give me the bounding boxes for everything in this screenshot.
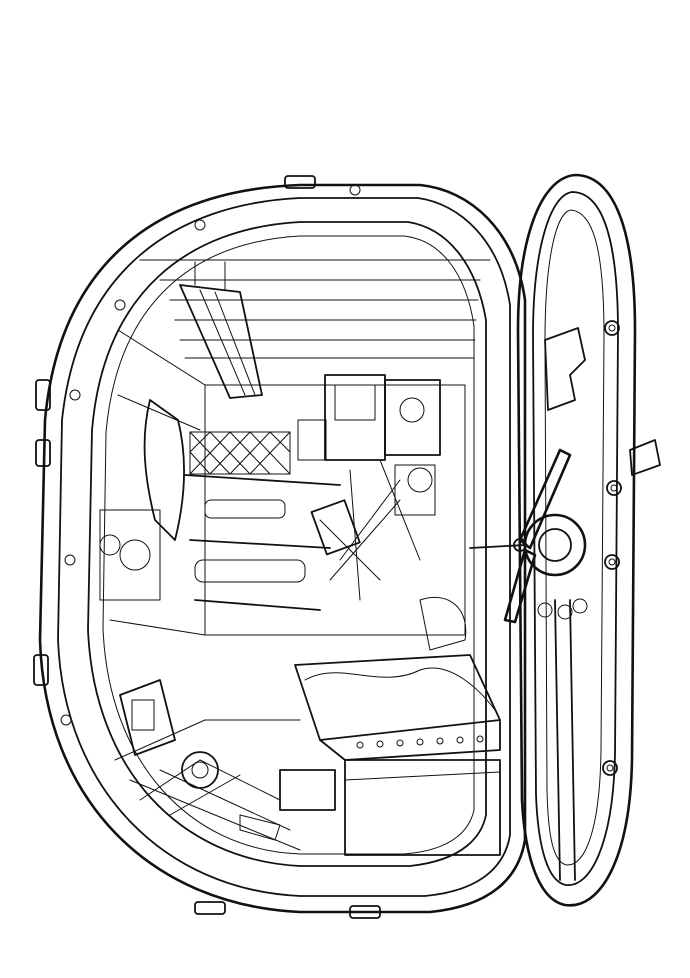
bed-icon	[294, 596, 501, 856]
shelving-unit	[184, 431, 341, 611]
monitor-icon	[297, 374, 441, 461]
valve-wheel-icon	[469, 448, 588, 624]
floor-clutter	[181, 751, 336, 841]
lamp-icon	[179, 261, 263, 399]
machinery-tangle	[310, 459, 436, 601]
room-interior	[109, 259, 491, 851]
vault-frame	[33, 175, 527, 919]
radio-icon	[119, 679, 176, 756]
hanging-cloth	[117, 394, 201, 541]
wall-posters	[99, 509, 161, 601]
vault-door-icon	[516, 173, 661, 907]
